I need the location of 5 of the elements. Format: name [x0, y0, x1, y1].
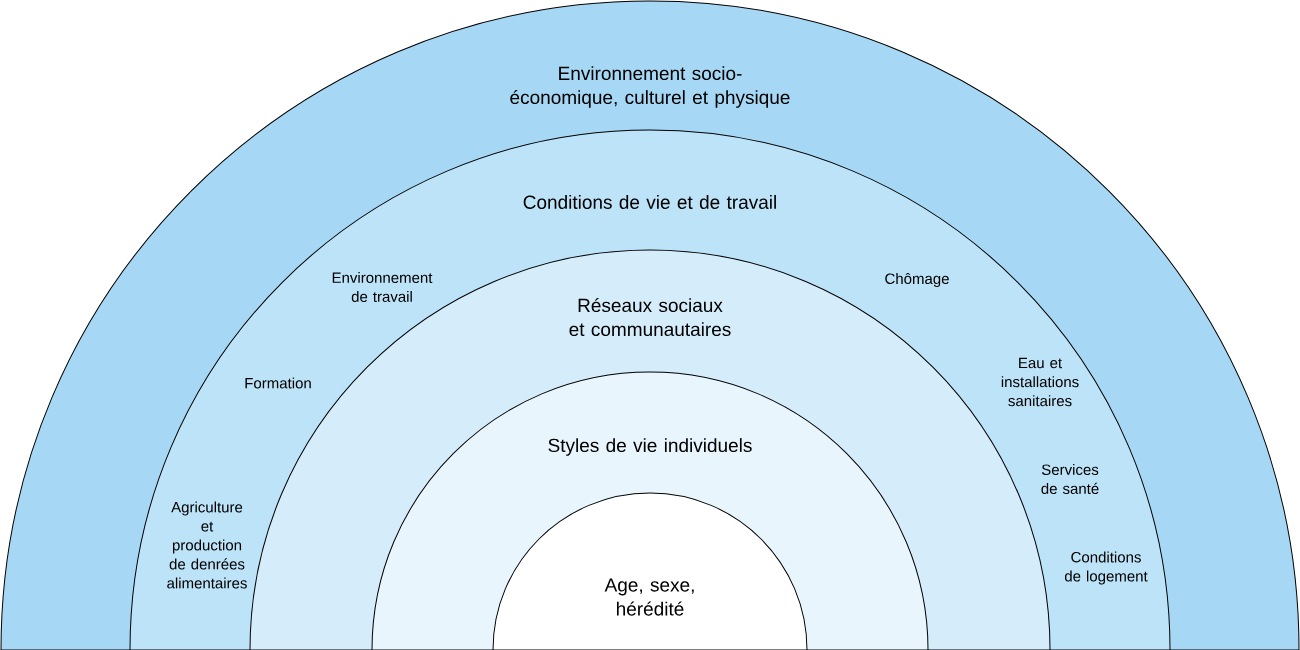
factor-label: Conditions de logement	[1064, 551, 1148, 585]
factor-label: Chômage	[885, 273, 949, 287]
factor-label: Agriculture et production de denrées alimentaires	[167, 501, 247, 589]
factor-label: Environnement de travail	[332, 272, 433, 302]
ring-band: Age, sexe, hérédité	[492, 492, 808, 650]
